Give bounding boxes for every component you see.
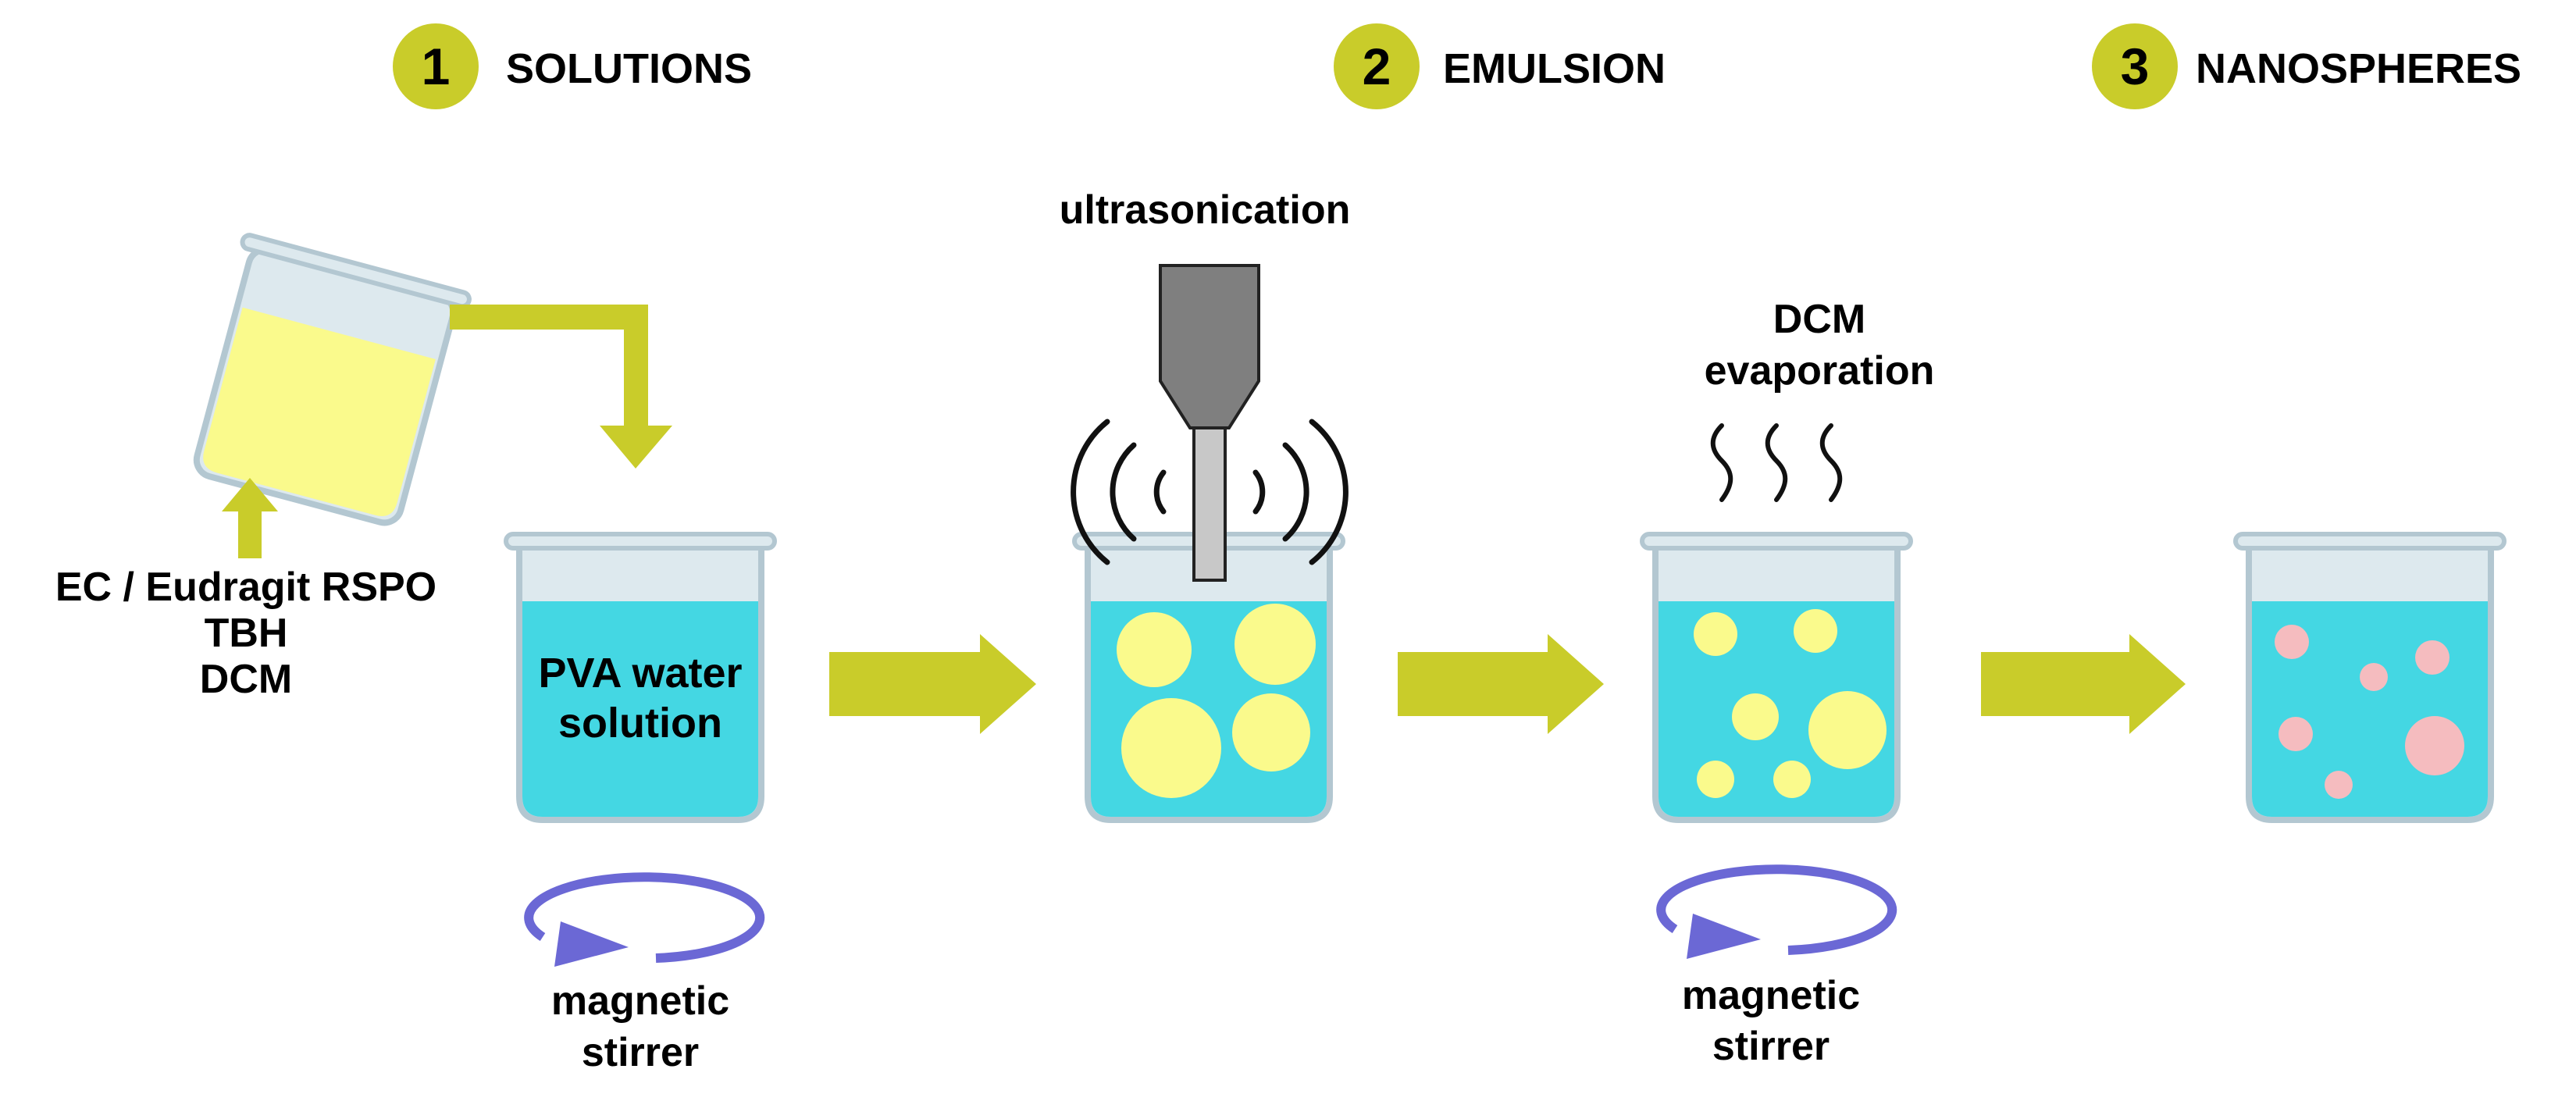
step-3-number: 3 [2121,37,2150,95]
svg-text:TBH: TBH [205,611,288,656]
aqueous-phase-label-line2: solution [558,700,722,747]
nanosphere [2278,717,2313,751]
droplet [1697,761,1734,798]
evaporation-label-line2: evaporation [1705,348,1935,394]
organic-phase-label: EC / Eudragit RSPO TBH DCM [55,565,436,702]
magnetic-stirrer-1: magnetic stirrer [524,872,765,1075]
ultrasonication-label: ultrasonication [1060,187,1351,233]
step-1-badge [393,23,479,109]
pouring-beaker [193,233,472,526]
process-arrow-2 [1398,634,1604,734]
svg-text:magnetic: magnetic [551,978,729,1024]
pour-arrow [450,305,672,469]
nanosphere [2405,716,2464,775]
beaker-4 [2233,532,2507,823]
svg-text:magnetic: magnetic [1682,973,1860,1018]
stirrer-icon [1656,864,1897,955]
step-1-number: 1 [422,37,451,95]
aqueous-phase-label-line1: PVA water [538,650,742,697]
droplet [1232,693,1310,772]
nanosphere [2325,771,2353,799]
nanosphere [2275,625,2309,659]
beaker-1: PVA water solution [504,532,777,823]
droplet [1117,612,1192,687]
svg-text:DCM: DCM [200,657,292,702]
magnetic-stirrer-2: magnetic stirrer [1656,864,1897,1069]
organic-solution [203,307,436,517]
step-3-title: NANOSPHERES [2196,45,2521,92]
sound-waves-icon [1071,419,1349,565]
nanosphere [2415,640,2450,675]
droplet [1773,761,1811,798]
step-2-badge [1334,23,1420,109]
nanosphere [2360,663,2388,691]
beaker-3 [1640,532,1913,823]
process-arrow-1 [829,634,1036,734]
svg-text:EC / Eudragit RSPO: EC / Eudragit RSPO [55,565,436,610]
droplet [1808,691,1887,769]
droplet [1694,612,1737,656]
droplet [1794,609,1837,653]
step-2-title: EMULSION [1443,45,1666,92]
ultrasonic-probe [1159,264,1260,582]
step-2-number: 2 [1363,37,1391,95]
vapor-icon [1710,423,1843,502]
droplet [1121,698,1221,798]
evaporation-label-line1: DCM [1773,297,1865,342]
water-phase [522,601,758,817]
svg-text:stirrer: stirrer [582,1030,699,1075]
svg-text:stirrer: stirrer [1712,1024,1830,1069]
step-1-header: 1 SOLUTIONS [393,23,752,109]
step-3-badge [2092,23,2178,109]
step-2-header: 2 EMULSION [1334,23,1666,109]
process-arrow-3 [1981,634,2186,734]
droplet [1235,604,1316,685]
stirrer-icon [524,872,765,963]
addition-arrow [222,478,278,558]
step-1-title: SOLUTIONS [506,45,752,92]
droplet [1732,693,1779,740]
step-3-header: 3 NANOSPHERES [2092,23,2521,109]
